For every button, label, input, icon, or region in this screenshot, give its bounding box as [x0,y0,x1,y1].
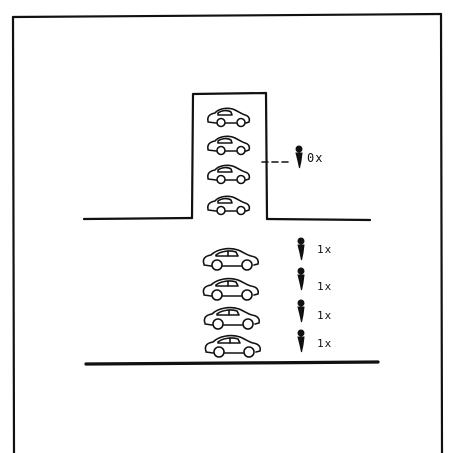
street-people-count: 1x [317,337,332,350]
street-car [204,308,259,329]
garage-car [208,108,250,126]
garage-people-count: 0x [307,151,323,165]
garage-car [208,136,250,154]
street-people-count: 1x [317,280,332,293]
street-car [203,249,258,270]
garage-car [208,196,250,214]
parking-garage [84,93,370,220]
street-people-count: 1x [317,243,332,256]
garage-person-icon [296,146,302,168]
street-car [203,279,258,300]
street-person-icon [298,268,304,290]
garage-car [208,165,250,183]
street-person-icon [298,238,304,260]
street-people-count: 1x [317,309,332,322]
street-person-icon [298,330,304,352]
frame [13,14,442,453]
garage-cars [208,108,250,214]
street-person-icon [298,300,304,322]
street-cars [203,249,260,357]
street-baseline [86,362,378,364]
street-car [205,336,260,357]
street-persons [298,238,304,352]
